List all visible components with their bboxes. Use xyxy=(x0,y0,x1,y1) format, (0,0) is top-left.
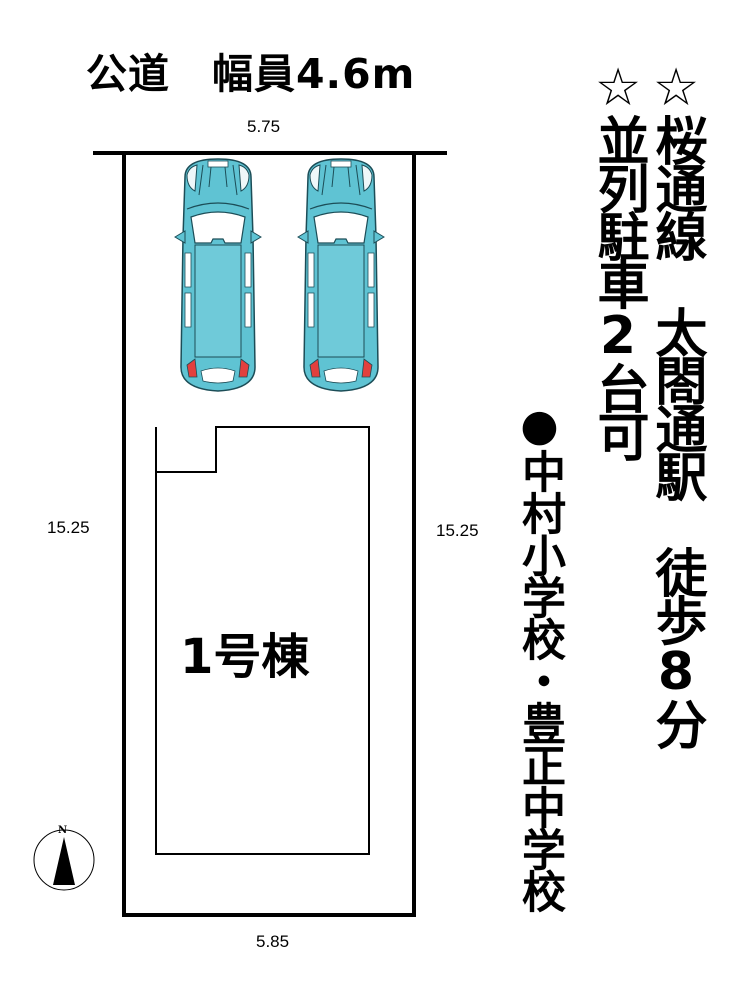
dimension-right: 15.25 xyxy=(436,521,479,540)
dimension-top: 5.75 xyxy=(247,117,281,136)
dimension-left: 15.25 xyxy=(47,518,90,537)
school-district-text: ●中村小学校・豊正中学校 xyxy=(514,400,565,911)
building-label: 1号棟 xyxy=(180,629,310,685)
station-access-text: ☆桜通線 太閤通駅 徒歩8分 xyxy=(646,58,706,746)
building-outline xyxy=(155,426,370,855)
car-1 xyxy=(174,158,262,392)
lot-boundary xyxy=(122,153,416,917)
dimension-bottom: 5.85 xyxy=(256,932,290,951)
north-arrow-icon xyxy=(33,829,95,891)
compass-north-label: N xyxy=(58,825,68,836)
parking-info-text: ☆並列駐車2台可 xyxy=(588,58,648,458)
road-width-title: 公道 幅員4.6m xyxy=(86,50,416,98)
car-2 xyxy=(297,158,385,392)
